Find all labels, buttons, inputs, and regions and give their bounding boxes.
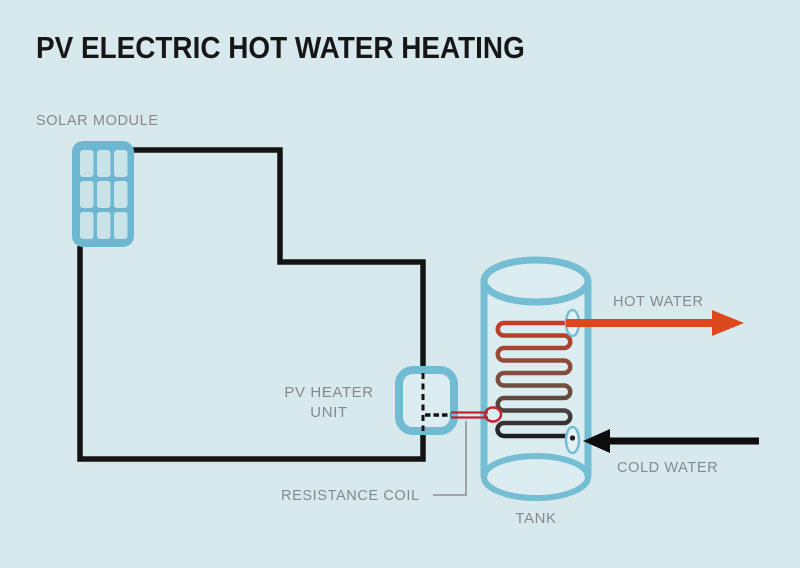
hot-water-arrow-icon [566,310,744,336]
solar-module-label: SOLAR MODULE [36,112,159,129]
pv-heater-unit-icon [395,366,458,435]
pv-heater-unit-label-line1: PV HEATER [284,384,374,401]
resistance-coil-label: RESISTANCE COIL [281,487,420,504]
wire-bottom [77,246,426,462]
wire-top [131,147,426,371]
resistance-coil-pointer-line [433,421,467,496]
page-title: PV ELECTRIC HOT WATER HEATING [36,30,525,65]
pv-heater-unit-label: PV HEATER UNIT [276,383,382,423]
tank-label: TANK [515,510,557,527]
solar-module-icon [72,141,134,247]
hot-water-label: HOT WATER [613,293,704,310]
pv-heater-unit-label-line2: UNIT [310,404,348,421]
tank-icon [480,256,592,501]
circuit-wires [77,147,426,462]
resistance-feed-icon [451,406,503,423]
cold-water-arrow-icon [583,429,759,453]
resistance-coil-icon [495,320,574,439]
cold-water-label: COLD WATER [617,459,719,476]
